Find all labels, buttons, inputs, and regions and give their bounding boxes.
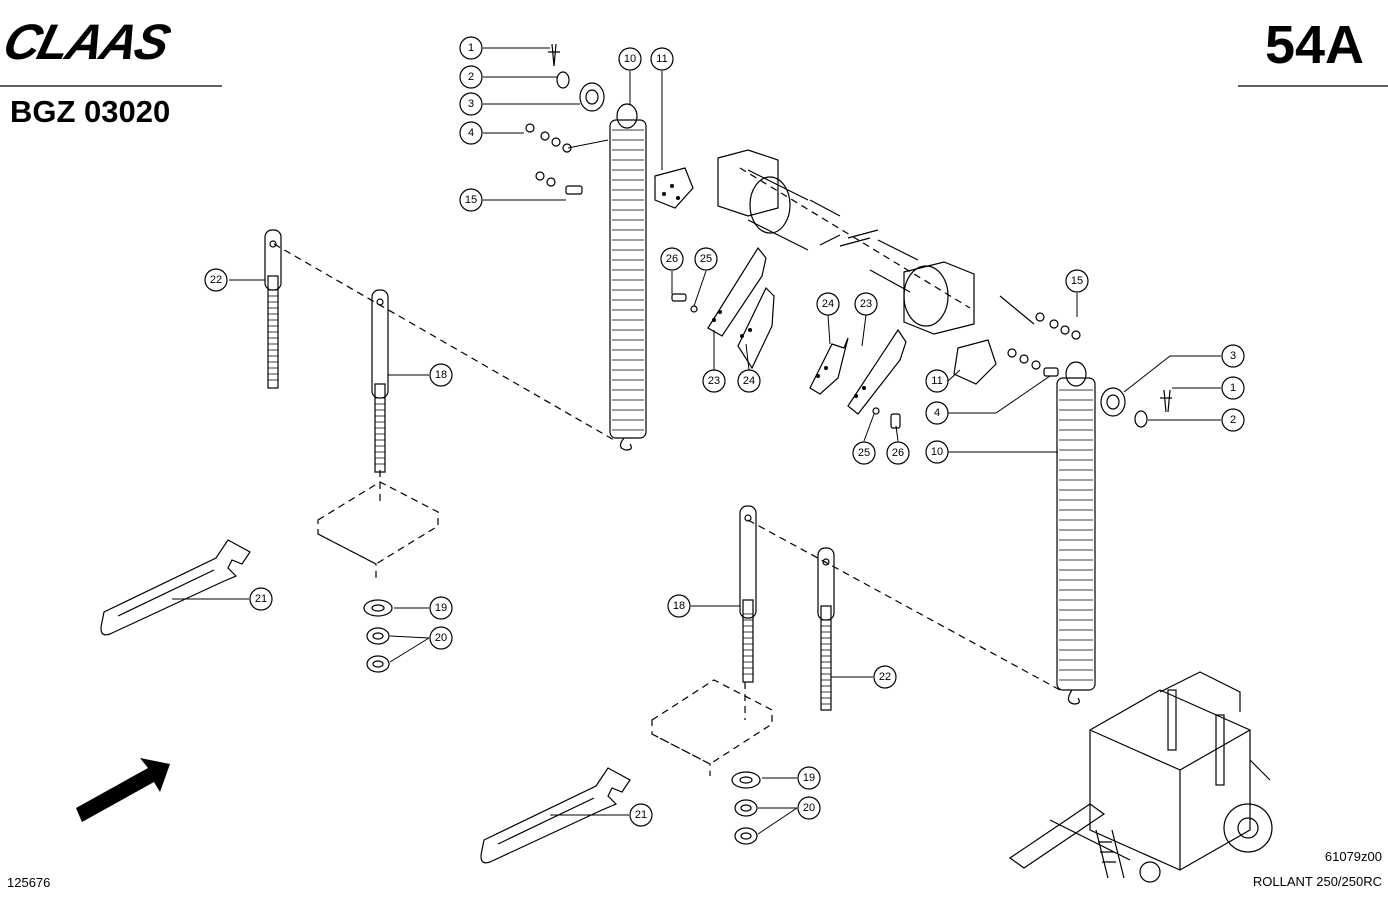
svg-text:19: 19	[435, 602, 447, 614]
callout-19-right: 19	[797, 766, 821, 790]
drawing-reference: 61079z00	[1324, 849, 1382, 864]
callout-2-top: 2	[459, 65, 483, 89]
callout-24-right: 24	[816, 292, 840, 316]
svg-text:2: 2	[1230, 414, 1236, 426]
svg-text:18: 18	[673, 600, 685, 612]
callout-20-right: 20	[797, 796, 821, 820]
hardware-cluster-right	[953, 295, 1172, 428]
callout-21-left: 21	[249, 587, 273, 611]
svg-text:1: 1	[468, 42, 474, 54]
mounting-plates	[317, 481, 773, 776]
callout-19-left: 19	[429, 596, 453, 620]
svg-text:20: 20	[803, 802, 815, 814]
callout-18-left: 18	[429, 363, 453, 387]
brackets-left	[671, 246, 775, 370]
svg-text:21: 21	[635, 809, 647, 821]
svg-text:10: 10	[624, 53, 636, 65]
washer-nut-set-left	[363, 599, 393, 673]
leader-lines	[172, 47, 1221, 835]
svg-text:19: 19	[803, 772, 815, 784]
callout-26-top: 26	[660, 247, 684, 271]
brackets-right	[809, 328, 907, 429]
svg-text:11: 11	[656, 53, 667, 65]
callout-10-top: 10	[618, 47, 642, 71]
callout-1-top: 1	[459, 36, 483, 60]
callout-25-top: 25	[694, 247, 718, 271]
alignment-lines	[273, 167, 1061, 720]
callout-15-top: 15	[459, 188, 483, 212]
callout-3-right: 3	[1221, 344, 1245, 368]
svg-text:15: 15	[1071, 275, 1083, 287]
svg-text:21: 21	[255, 593, 267, 605]
adjusting-rods-left	[264, 229, 389, 473]
svg-text:3: 3	[468, 98, 474, 110]
direction-arrow-icon	[76, 758, 170, 822]
callout-23-left: 23	[702, 369, 726, 393]
callout-4-right: 4	[925, 401, 949, 425]
svg-text:26: 26	[666, 253, 678, 265]
callout-10-right: 10	[925, 440, 949, 464]
tension-spring-right	[1056, 361, 1096, 705]
callout-1-right: 1	[1221, 376, 1245, 400]
svg-text:22: 22	[210, 274, 222, 286]
baler-machine-illustration	[1008, 671, 1273, 883]
callout-18-right: 18	[667, 594, 691, 618]
callout-11-top: 11	[650, 47, 674, 71]
callout-26-bottom: 26	[886, 441, 910, 465]
svg-text:3: 3	[1230, 350, 1236, 362]
svg-text:4: 4	[468, 127, 474, 139]
callout-3-top: 3	[459, 92, 483, 116]
svg-text:23: 23	[708, 375, 720, 387]
callout-21-right: 21	[629, 803, 653, 827]
callout-25-bottom: 25	[852, 441, 876, 465]
svg-text:20: 20	[435, 632, 447, 644]
svg-text:25: 25	[700, 253, 712, 265]
svg-text:10: 10	[931, 446, 943, 458]
svg-text:1: 1	[1230, 382, 1236, 394]
group-code: BGZ 03020	[10, 94, 171, 129]
washer-nut-set-right	[731, 771, 761, 845]
svg-text:15: 15	[465, 194, 477, 206]
svg-text:18: 18	[435, 369, 447, 381]
svg-text:26: 26	[892, 447, 904, 459]
callout-15-right: 15	[1065, 269, 1089, 293]
callout-24-left: 24	[737, 369, 761, 393]
callout-4-top: 4	[459, 121, 483, 145]
callout-22-right: 22	[873, 665, 897, 689]
hardware-cluster-left	[525, 43, 694, 209]
svg-text:24: 24	[822, 298, 834, 310]
svg-text:24: 24	[743, 375, 755, 387]
svg-text:4: 4	[934, 407, 940, 419]
page-code: 54A	[1264, 15, 1364, 75]
callout-2-right: 2	[1221, 408, 1245, 432]
tension-spring-left	[609, 103, 647, 451]
svg-text:22: 22	[879, 671, 891, 683]
callout-23-right: 23	[854, 292, 878, 316]
wrench-right	[480, 767, 631, 864]
drawing-number: 125676	[7, 875, 51, 890]
mounting-tube	[717, 149, 975, 335]
adjusting-rods-right	[739, 505, 835, 711]
svg-text:23: 23	[860, 298, 872, 310]
callout-22-left: 22	[204, 268, 228, 292]
svg-text:25: 25	[858, 447, 870, 459]
callout-20-left: 20	[429, 626, 453, 650]
wrench-left	[100, 539, 251, 636]
svg-text:2: 2	[468, 71, 474, 83]
machine-model: ROLLANT 250/250RC	[1252, 874, 1382, 889]
callout-11-right: 11	[925, 369, 949, 393]
svg-text:11: 11	[931, 375, 942, 387]
